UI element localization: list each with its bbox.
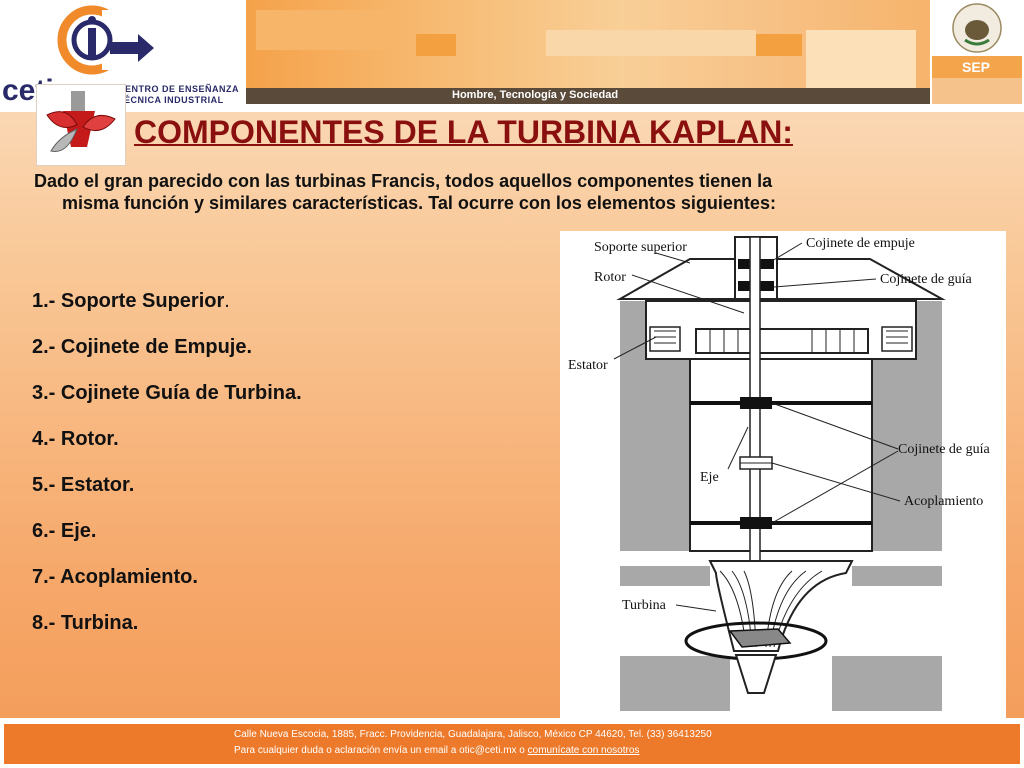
label-cojinete-guia-mid: Cojinete de guía [898,442,991,457]
sep-bar: SEP [932,56,1022,78]
ceti-emblem-icon [57,5,154,75]
slide-title: COMPONENTES DE LA TURBINA KAPLAN: [134,114,793,150]
label-soporte-superior: Soporte superior [594,240,687,255]
label-estator: Estator [568,358,608,373]
label-rotor: Rotor [594,270,626,285]
list-item: 2.- Cojinete de Empuje. [32,336,253,358]
intro-line-2: misma función y similares característica… [62,193,776,213]
list-item: 7.- Acoplamiento. [32,566,198,588]
label-acoplamiento: Acoplamiento [904,494,983,509]
runner-hub [734,654,778,694]
right-base [832,656,942,711]
intro-paragraph: Dado el gran parecido con las turbinas F… [34,170,1000,214]
label-eje: Eje [700,470,719,485]
list-item: 6.- Eje. [32,520,97,542]
header-band: Hombre, Tecnología y Sociedad [246,88,930,104]
left-base [620,656,730,711]
kaplan-runner-thumbnail [36,84,126,166]
runner-blade [728,628,792,648]
footer-contact-text: Para cualquier duda o aclaración envía u… [234,745,528,756]
upper-support [616,258,946,300]
shaft-chamber [689,358,873,552]
label-cojinete-guia-top: Cojinete de guía [880,272,973,287]
list-item: 1.- Soporte Superior. [32,290,230,312]
turbine-cross-section: Soporte superior Cojinete de empuje Roto… [568,236,991,711]
rotor [695,328,869,354]
sep-bar-lower [932,78,1022,104]
footer-address: Calle Nueva Escocia, 1885, Fracc. Provid… [234,729,712,740]
guide-bearing-mid [740,397,772,409]
guide-bearing-low [740,517,772,529]
list-item: 4.- Rotor. [32,428,119,450]
list-item: 8.- Turbina. [32,612,139,634]
sep-logo: SEP [932,0,1022,104]
footer-contact: Para cualquier duda o aclaración envía u… [234,745,639,756]
header-banner [246,0,930,90]
header-slogan: Hombre, Tecnología y Sociedad [452,89,619,101]
mexico-seal-icon [952,3,1002,53]
kaplan-runner-icon [46,91,116,153]
sep-label: SEP [962,59,991,75]
right-floor [852,566,942,586]
kaplan-turbine-diagram: Soporte superior Cojinete de empuje Roto… [560,231,1006,736]
component-list: 1.- Soporte Superior. 2.- Cojinete de Em… [32,288,302,656]
list-item: 5.- Estator. [32,474,135,496]
label-turbina: Turbina [622,598,667,613]
left-floor [620,566,710,586]
contact-link[interactable]: comunícate con nosotros [527,745,640,756]
footer-bar: Calle Nueva Escocia, 1885, Fracc. Provid… [4,724,1020,764]
logo-tagline-line2: TÉCNICA INDUSTRIAL [118,95,224,105]
logo-tagline-line1: CENTRO DE ENSEÑANZA [118,84,240,94]
label-cojinete-empuje: Cojinete de empuje [806,236,915,251]
list-item: 3.- Cojinete Guía de Turbina. [32,382,302,404]
distributor [708,560,854,652]
intro-line-1: Dado el gran parecido con las turbinas F… [34,171,773,191]
